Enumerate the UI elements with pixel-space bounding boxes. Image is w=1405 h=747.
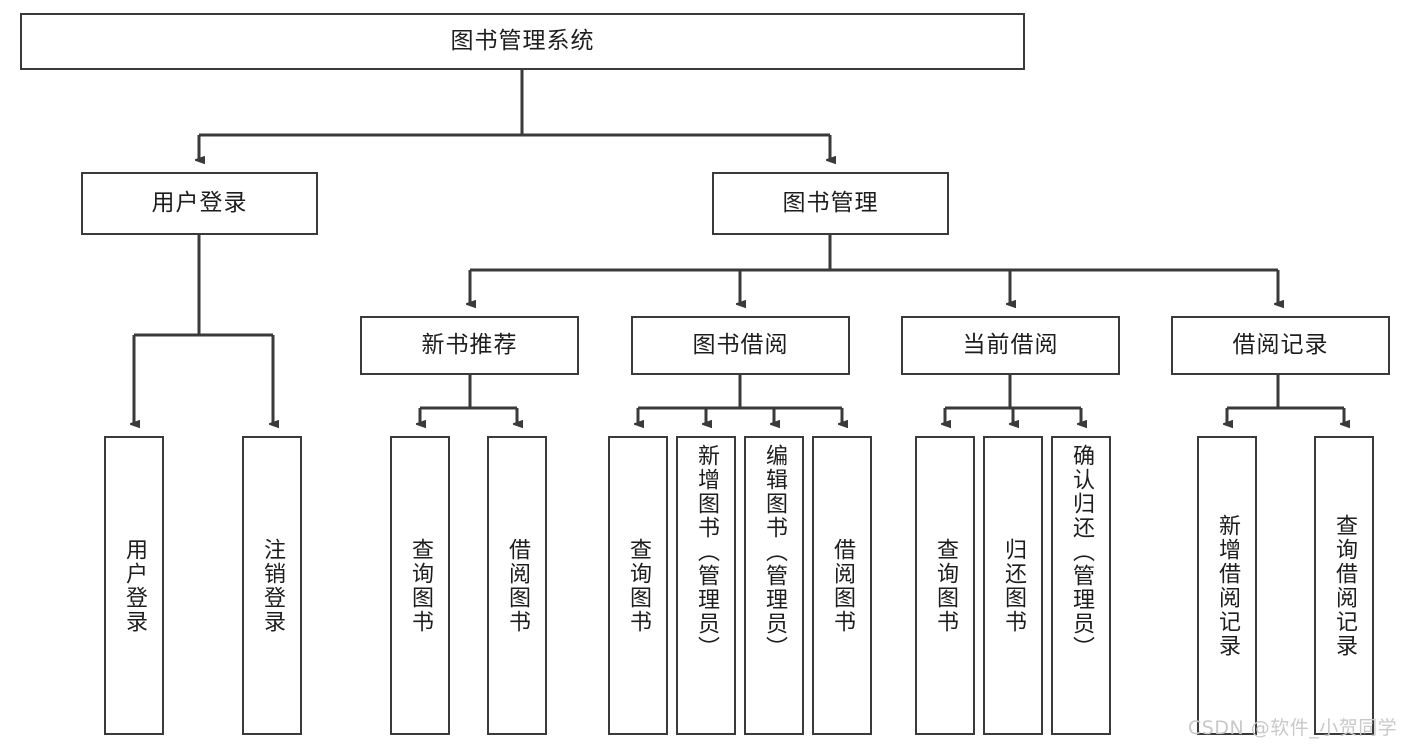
node-leaf-query-record[interactable]: 查询借阅记录	[1314, 436, 1374, 735]
node-borrow-record[interactable]: 借阅记录	[1171, 316, 1390, 375]
node-book-manage[interactable]: 图书管理	[712, 172, 949, 235]
node-book-manage-label: 图书管理	[782, 189, 879, 216]
node-current-borrow-label: 当前借阅	[962, 331, 1059, 358]
node-leaf-user-login-label: 用户登录	[121, 537, 147, 634]
node-book-borrow-label: 图书借阅	[692, 331, 789, 358]
node-new-book-rec-label: 新书推荐	[421, 331, 518, 358]
node-leaf-add-book-label: 新增图书（管理员）	[693, 444, 719, 660]
node-leaf-edit-book-label: 编辑图书（管理员）	[761, 444, 787, 660]
node-book-borrow[interactable]: 图书借阅	[631, 316, 850, 375]
node-leaf-query-book-3[interactable]: 查询图书	[915, 436, 975, 735]
node-borrow-record-label: 借阅记录	[1232, 331, 1329, 358]
node-new-book-rec[interactable]: 新书推荐	[360, 316, 579, 375]
node-leaf-borrow-book-1-label: 借阅图书	[504, 537, 530, 634]
node-leaf-user-login[interactable]: 用户登录	[104, 436, 164, 735]
node-leaf-confirm-return-label: 确认归还（管理员）	[1068, 444, 1094, 660]
csdn-watermark: CSDN @软件_小贺同学	[1188, 717, 1398, 739]
node-user-login-label: 用户登录	[151, 189, 248, 216]
node-leaf-query-book-1-label: 查询图书	[407, 537, 433, 634]
node-leaf-return-book[interactable]: 归还图书	[983, 436, 1043, 735]
node-root[interactable]: 图书管理系统	[20, 13, 1025, 70]
node-user-login[interactable]: 用户登录	[81, 172, 318, 235]
node-leaf-logout-label: 注销登录	[259, 537, 285, 634]
node-leaf-borrow-book-2[interactable]: 借阅图书	[812, 436, 872, 735]
node-leaf-query-book-1[interactable]: 查询图书	[390, 436, 450, 735]
node-leaf-edit-book[interactable]: 编辑图书（管理员）	[744, 436, 804, 735]
node-leaf-query-record-label: 查询借阅记录	[1331, 513, 1357, 658]
node-leaf-query-book-3-label: 查询图书	[932, 537, 958, 634]
node-leaf-borrow-book-2-label: 借阅图书	[829, 537, 855, 634]
node-leaf-add-record[interactable]: 新增借阅记录	[1197, 436, 1257, 735]
node-leaf-borrow-book-1[interactable]: 借阅图书	[487, 436, 547, 735]
node-leaf-query-book-2[interactable]: 查询图书	[608, 436, 668, 735]
node-leaf-query-book-2-label: 查询图书	[625, 537, 651, 634]
node-root-label: 图书管理系统	[450, 27, 595, 54]
node-leaf-confirm-return[interactable]: 确认归还（管理员）	[1051, 436, 1111, 735]
node-leaf-return-book-label: 归还图书	[1000, 537, 1026, 634]
node-current-borrow[interactable]: 当前借阅	[901, 316, 1120, 375]
node-leaf-add-record-label: 新增借阅记录	[1214, 513, 1240, 658]
node-leaf-add-book[interactable]: 新增图书（管理员）	[676, 436, 736, 735]
node-leaf-logout[interactable]: 注销登录	[242, 436, 302, 735]
